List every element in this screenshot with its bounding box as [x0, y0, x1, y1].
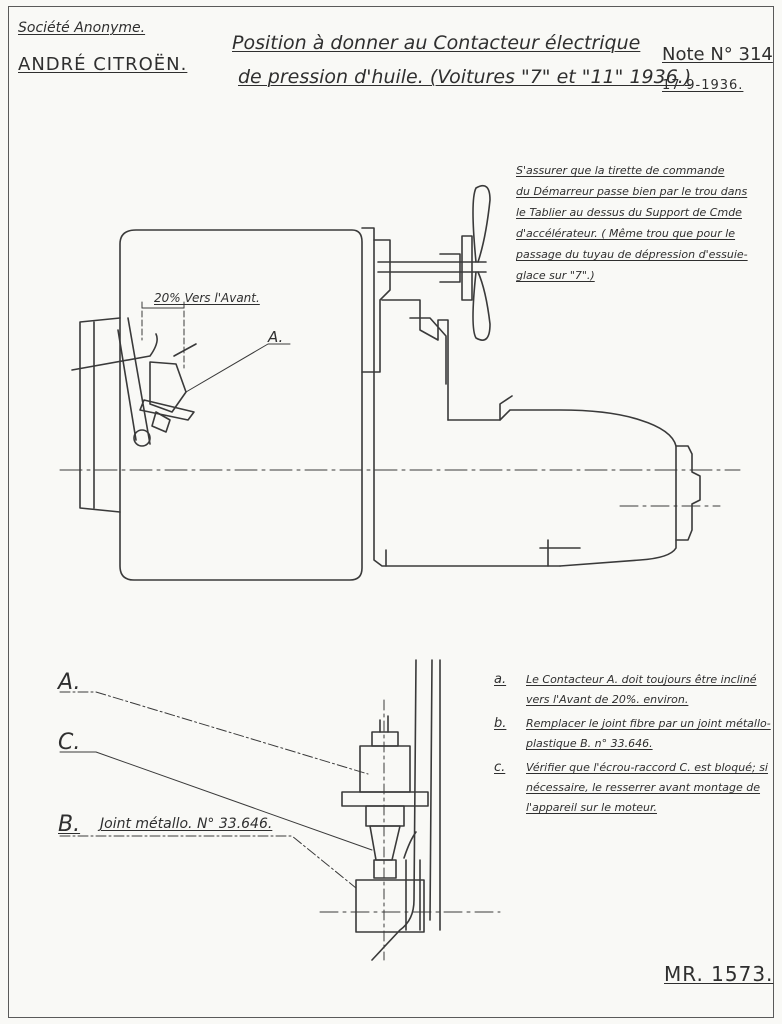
company-line-2: ANDRÉ CITROËN. [18, 54, 188, 75]
instruction-line: le Tablier au dessus du Support de Cmde [516, 206, 742, 219]
title-line-1: Position à donner au Contacteur électriq… [232, 32, 641, 54]
note-text: Vérifier que l'écrou-raccord C. est bloq… [526, 761, 768, 814]
instruction-line: glace sur "7".) [516, 269, 595, 282]
pressure-switch-side-view [71, 317, 197, 447]
note-date: 17-9-1936. [662, 78, 744, 93]
note-text: Le Contacteur A. doit toujours être incl… [526, 673, 757, 706]
instruction-line: S'assurer que la tirette de commande [516, 164, 725, 177]
note-item: c. Vérifier que l'écrou-raccord C. est b… [494, 758, 778, 818]
part-a-label-top: A. [268, 328, 284, 346]
pressure-switch-detail-view [319, 659, 501, 961]
top-instruction: S'assurer que la tirette de commande du … [516, 160, 766, 286]
instruction-line: du Démarreur passe bien par le trou dans [516, 185, 748, 198]
reference-number: MR. 1573. [664, 962, 774, 986]
page-border [8, 6, 774, 1018]
notes-list: a. Le Contacteur A. doit toujours être i… [494, 670, 778, 822]
company-line-1: Société Anonyme. [18, 20, 146, 36]
note-key: b. [494, 716, 507, 731]
note-text: Remplacer le joint fibre par un joint mé… [526, 717, 771, 750]
note-number: Note N° 314 [662, 44, 773, 65]
instruction-line: d'accélérateur. ( Même trou que pour le [516, 227, 736, 240]
note-key: c. [494, 760, 506, 775]
detail-label-a: A. [58, 670, 81, 695]
joint-label: Joint métallo. N° 33.646. [100, 816, 273, 832]
angle-label: 20% Vers l'Avant. [154, 291, 260, 305]
note-key: a. [494, 672, 507, 687]
note-item: a. Le Contacteur A. doit toujours être i… [494, 670, 778, 710]
instruction-line: passage du tuyau de dépression d'essuie- [516, 248, 748, 261]
note-item: b. Remplacer le joint fibre par un joint… [494, 714, 778, 754]
title-line-2: de pression d'huile. (Voitures "7" et "1… [238, 66, 692, 88]
detail-label-b: B. [58, 812, 81, 837]
detail-label-c: C. [58, 730, 81, 755]
engine-block-drawing [79, 184, 701, 581]
